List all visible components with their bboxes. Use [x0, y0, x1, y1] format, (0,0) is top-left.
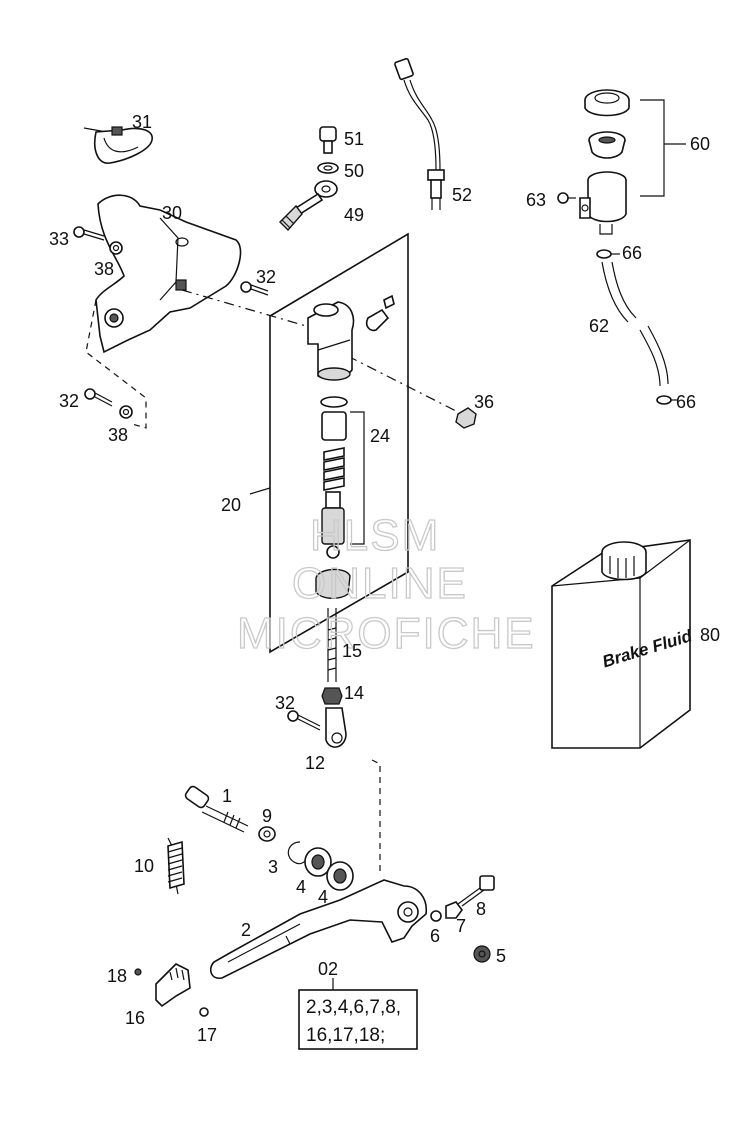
label-62[interactable]: 62: [589, 316, 609, 336]
brake-fluid-container[interactable]: Brake Fluid: [551, 539, 695, 749]
label-32-lower[interactable]: 32: [59, 391, 79, 411]
label-38-lower[interactable]: 38: [108, 425, 128, 445]
label-38-upper[interactable]: 38: [94, 259, 114, 279]
label-20[interactable]: 20: [221, 495, 241, 515]
kit-box: 2,3,4,6,7,8, 16,17,18;: [298, 989, 418, 1050]
part-labels: 31 51 50 49 52 60 63 66 62 66 30 33 38 3…: [49, 112, 720, 1045]
label-66-lower[interactable]: 66: [676, 392, 696, 412]
label-32-clevis[interactable]: 32: [275, 693, 295, 713]
watermark: HLSM ONLINE MICROFICHE: [236, 510, 536, 658]
label-24[interactable]: 24: [370, 426, 390, 446]
bolt-8[interactable]: [457, 875, 495, 907]
bolt-33[interactable]: [73, 226, 105, 241]
label-17[interactable]: 17: [197, 1025, 217, 1045]
label-50[interactable]: 50: [344, 161, 364, 181]
pushrod[interactable]: [327, 608, 337, 682]
reservoir-cap[interactable]: [584, 89, 630, 117]
label-49[interactable]: 49: [344, 205, 364, 225]
bolt-32-clevis[interactable]: [287, 710, 321, 731]
label-12[interactable]: 12: [305, 753, 325, 773]
pivot-bolt[interactable]: [184, 785, 249, 833]
label-9[interactable]: 9: [262, 806, 272, 826]
watermark-line-1: HLSM: [310, 511, 440, 560]
hose-clamp-upper[interactable]: [596, 249, 620, 259]
label-32-upper[interactable]: 32: [256, 267, 276, 287]
piston-kit[interactable]: [315, 396, 351, 599]
circlip[interactable]: [287, 841, 307, 865]
label-4-right[interactable]: 4: [318, 887, 328, 907]
label-31[interactable]: 31: [132, 112, 152, 132]
label-8[interactable]: 8: [476, 899, 486, 919]
label-30[interactable]: 30: [162, 203, 182, 223]
watermark-line-3: MICROFICHE: [237, 609, 536, 658]
nut-38-lower[interactable]: [119, 405, 133, 419]
label-36[interactable]: 36: [474, 392, 494, 412]
hose-clamp-lower[interactable]: [656, 395, 678, 405]
kit-line-1: 2,3,4,6,7,8,: [306, 997, 401, 1018]
splash-guard[interactable]: [95, 194, 242, 354]
reservoir-screw[interactable]: [557, 192, 576, 204]
nut-38-upper[interactable]: [109, 241, 123, 255]
kit-line-2: 16,17,18;: [306, 1025, 385, 1046]
label-80[interactable]: 80: [700, 625, 720, 645]
grommet-36[interactable]: [455, 407, 477, 429]
clevis[interactable]: [325, 707, 347, 748]
nut-5[interactable]: [473, 945, 491, 963]
label-3[interactable]: 3: [268, 857, 278, 877]
bracket-24: [350, 411, 365, 545]
bearing-4b[interactable]: [326, 861, 354, 891]
reservoir-hose[interactable]: [601, 261, 669, 387]
label-63[interactable]: 63: [526, 190, 546, 210]
label-60[interactable]: 60: [690, 134, 710, 154]
label-33[interactable]: 33: [49, 229, 69, 249]
bracket-line-60: [640, 99, 665, 197]
sealing-washer[interactable]: [317, 162, 339, 174]
pedal-step[interactable]: [155, 963, 191, 1008]
master-cylinder-body[interactable]: [307, 301, 355, 381]
lock-nut[interactable]: [321, 687, 343, 705]
label-51[interactable]: 51: [344, 129, 364, 149]
reservoir-diaphragm[interactable]: [588, 131, 626, 159]
cable-tie[interactable]: [83, 126, 153, 164]
label-16[interactable]: 16: [125, 1008, 145, 1028]
bolt-32-lower[interactable]: [84, 388, 113, 407]
label-7[interactable]: 7: [456, 916, 466, 936]
label-18[interactable]: 18: [107, 966, 127, 986]
brake-pedal[interactable]: [209, 879, 428, 979]
hose-fitting[interactable]: [279, 180, 338, 232]
label-10[interactable]: 10: [134, 856, 154, 876]
hose-connector[interactable]: [365, 294, 395, 332]
pedal-dashed-line: [371, 759, 381, 872]
leader-20: [249, 487, 271, 495]
label-14[interactable]: 14: [344, 683, 364, 703]
label-6[interactable]: 6: [430, 926, 440, 946]
nut-7[interactable]: [445, 901, 463, 919]
banjo-bolt[interactable]: [319, 126, 337, 154]
label-5[interactable]: 5: [496, 946, 506, 966]
label-52[interactable]: 52: [452, 185, 472, 205]
label-15[interactable]: 15: [342, 641, 362, 661]
label-66-upper[interactable]: 66: [622, 243, 642, 263]
label-02[interactable]: 02: [318, 959, 338, 979]
guard-dashed-line: [85, 299, 147, 429]
dashdot-line-a: [181, 289, 321, 331]
screw-17[interactable]: [199, 1007, 209, 1017]
label-1[interactable]: 1: [222, 786, 232, 806]
bolt-32-upper[interactable]: [240, 281, 269, 296]
label-2[interactable]: 2: [241, 920, 251, 940]
brake-light-switch[interactable]: [394, 57, 445, 210]
pin-18[interactable]: [134, 968, 142, 976]
master-cylinder-frame: [269, 232, 409, 654]
label-4-left[interactable]: 4: [296, 877, 306, 897]
washer-9[interactable]: [258, 826, 276, 842]
watermark-line-2: ONLINE: [292, 559, 468, 608]
return-spring[interactable]: [167, 837, 185, 895]
bearing-4a[interactable]: [304, 847, 332, 877]
washer-6[interactable]: [430, 910, 442, 922]
reservoir-body[interactable]: [579, 171, 627, 235]
